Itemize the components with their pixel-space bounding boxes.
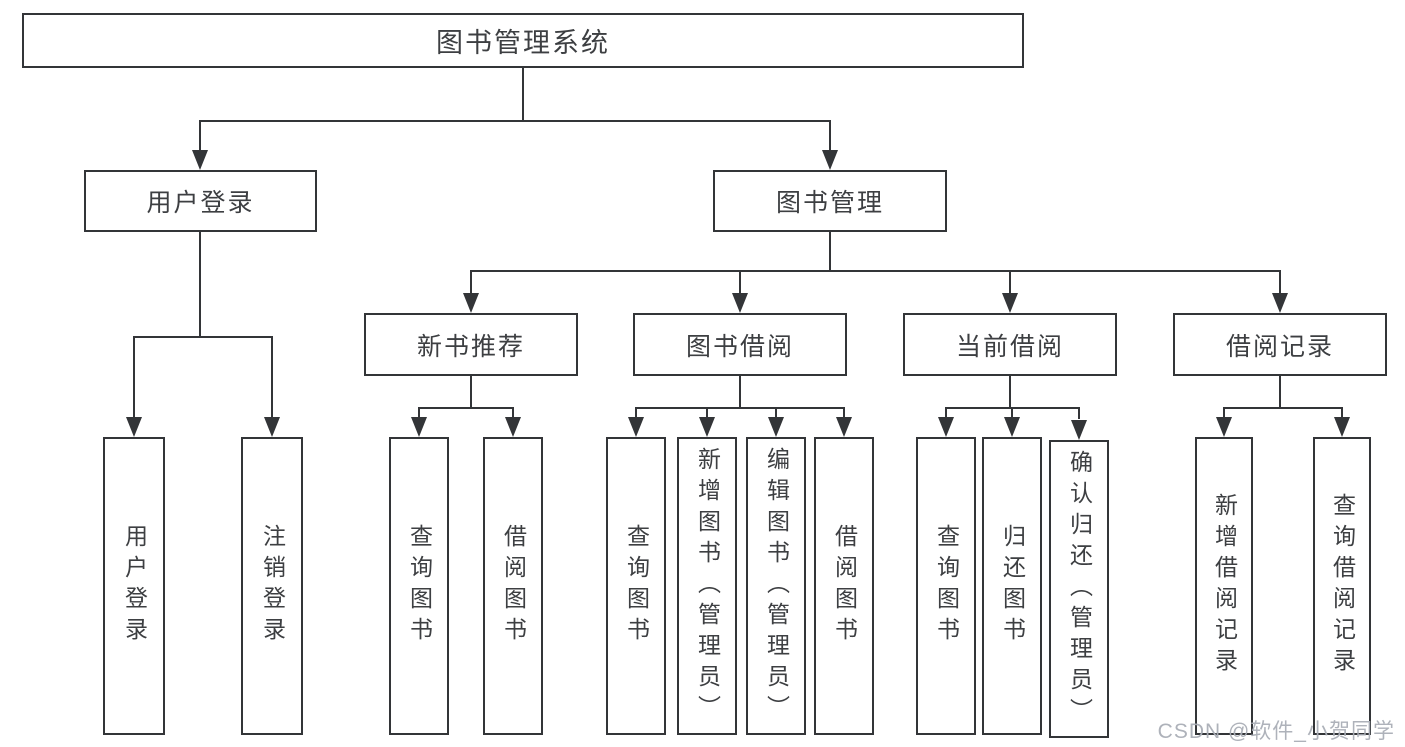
leaf-confirm-return-admin-label: 确认归还（管理员） bbox=[1066, 449, 1093, 729]
connector-level3-split bbox=[470, 270, 1281, 272]
connector-to-new-book-recommend bbox=[470, 270, 472, 295]
leaf-edit-book-admin: 编辑图书（管理员） bbox=[746, 437, 806, 735]
arrowhead-leaf-query-book-3 bbox=[938, 417, 954, 437]
connector-new-book-recommend-split bbox=[418, 407, 514, 409]
arrowhead-leaf-add-book bbox=[699, 417, 715, 437]
connector-to-leaf-user-login bbox=[133, 336, 135, 419]
arrowhead-borrow-record bbox=[1272, 293, 1288, 313]
connector-root-stem bbox=[522, 68, 524, 122]
connector-user-login-stem bbox=[199, 232, 201, 338]
arrowhead-leaf-borrow-book-1 bbox=[505, 417, 521, 437]
connector-to-user-login bbox=[199, 120, 201, 152]
leaf-return-book-label: 归还图书 bbox=[999, 524, 1026, 648]
arrowhead-leaf-borrow-book-2 bbox=[836, 417, 852, 437]
connector-to-leaf-query-record bbox=[1341, 407, 1343, 419]
arrowhead-current-borrow bbox=[1002, 293, 1018, 313]
leaf-add-borrow-record-label: 新增借阅记录 bbox=[1211, 493, 1238, 679]
node-user-login: 用户登录 bbox=[84, 170, 317, 232]
connector-user-login-split bbox=[133, 336, 273, 338]
arrowhead-new-book-recommend bbox=[463, 293, 479, 313]
arrowhead-leaf-edit-book bbox=[768, 417, 784, 437]
connector-to-current-borrow bbox=[1009, 270, 1011, 295]
arrowhead-leaf-add-record bbox=[1216, 417, 1232, 437]
leaf-edit-book-admin-label: 编辑图书（管理员） bbox=[763, 446, 790, 726]
connector-to-leaf-add-book bbox=[706, 407, 708, 419]
node-borrow-record: 借阅记录 bbox=[1173, 313, 1387, 376]
leaf-logout: 注销登录 bbox=[241, 437, 303, 735]
leaf-borrow-book-2-label: 借阅图书 bbox=[831, 524, 858, 648]
node-new-book-recommend: 新书推荐 bbox=[364, 313, 578, 376]
leaf-add-book-admin: 新增图书（管理员） bbox=[677, 437, 737, 735]
arrowhead-leaf-query-book-1 bbox=[411, 417, 427, 437]
node-book-management: 图书管理 bbox=[713, 170, 947, 232]
connector-to-book-management bbox=[829, 120, 831, 152]
arrowhead-leaf-user-login bbox=[126, 417, 142, 437]
leaf-user-login: 用户登录 bbox=[103, 437, 165, 735]
arrowhead-leaf-query-record bbox=[1334, 417, 1350, 437]
arrowhead-leaf-return-book bbox=[1004, 417, 1020, 437]
connector-to-leaf-query-book-1 bbox=[418, 407, 420, 419]
connector-book-borrow-split bbox=[635, 407, 845, 409]
connector-to-leaf-borrow-book-1 bbox=[512, 407, 514, 419]
leaf-query-book-1: 查询图书 bbox=[389, 437, 449, 735]
leaf-query-book-3-label: 查询图书 bbox=[933, 524, 960, 648]
leaf-borrow-book-1: 借阅图书 bbox=[483, 437, 543, 735]
arrowhead-leaf-confirm-return bbox=[1071, 420, 1087, 440]
leaf-borrow-book-2: 借阅图书 bbox=[814, 437, 874, 735]
connector-to-leaf-return-book bbox=[1011, 407, 1013, 419]
arrowhead-book-borrow bbox=[732, 293, 748, 313]
connector-level2-split bbox=[199, 120, 831, 122]
connector-to-leaf-logout bbox=[271, 336, 273, 419]
connector-to-leaf-add-record bbox=[1223, 407, 1225, 419]
connector-borrow-record-split bbox=[1223, 407, 1343, 409]
leaf-user-login-label: 用户登录 bbox=[121, 524, 148, 648]
arrowhead-leaf-logout bbox=[264, 417, 280, 437]
leaf-query-book-2-label: 查询图书 bbox=[623, 524, 650, 648]
connector-to-borrow-record bbox=[1279, 270, 1281, 295]
connector-to-leaf-confirm-return bbox=[1078, 407, 1080, 419]
connector-to-leaf-edit-book bbox=[775, 407, 777, 419]
leaf-query-borrow-record-label: 查询借阅记录 bbox=[1329, 493, 1356, 679]
leaf-query-borrow-record: 查询借阅记录 bbox=[1313, 437, 1371, 735]
connector-book-management-stem bbox=[829, 232, 831, 272]
connector-new-book-recommend-stem bbox=[470, 376, 472, 409]
leaf-query-book-3: 查询图书 bbox=[916, 437, 976, 735]
arrowhead-book-management bbox=[822, 150, 838, 170]
leaf-confirm-return-admin: 确认归还（管理员） bbox=[1049, 440, 1109, 738]
leaf-logout-label: 注销登录 bbox=[259, 524, 286, 648]
connector-borrow-record-stem bbox=[1279, 376, 1281, 409]
connector-to-leaf-query-book-3 bbox=[945, 407, 947, 419]
leaf-borrow-book-1-label: 借阅图书 bbox=[500, 524, 527, 648]
leaf-query-book-2: 查询图书 bbox=[606, 437, 666, 735]
arrowhead-user-login bbox=[192, 150, 208, 170]
connector-to-leaf-borrow-book-2 bbox=[843, 407, 845, 419]
node-book-borrow: 图书借阅 bbox=[633, 313, 847, 376]
arrowhead-leaf-query-book-2 bbox=[628, 417, 644, 437]
connector-current-borrow-stem bbox=[1009, 376, 1011, 409]
leaf-return-book: 归还图书 bbox=[982, 437, 1042, 735]
leaf-query-book-1-label: 查询图书 bbox=[406, 524, 433, 648]
leaf-add-book-admin-label: 新增图书（管理员） bbox=[694, 446, 721, 726]
connector-to-book-borrow bbox=[739, 270, 741, 295]
node-current-borrow: 当前借阅 bbox=[903, 313, 1117, 376]
connector-to-leaf-query-book-2 bbox=[635, 407, 637, 419]
connector-book-borrow-stem bbox=[739, 376, 741, 409]
node-root: 图书管理系统 bbox=[22, 13, 1024, 68]
leaf-add-borrow-record: 新增借阅记录 bbox=[1195, 437, 1253, 735]
